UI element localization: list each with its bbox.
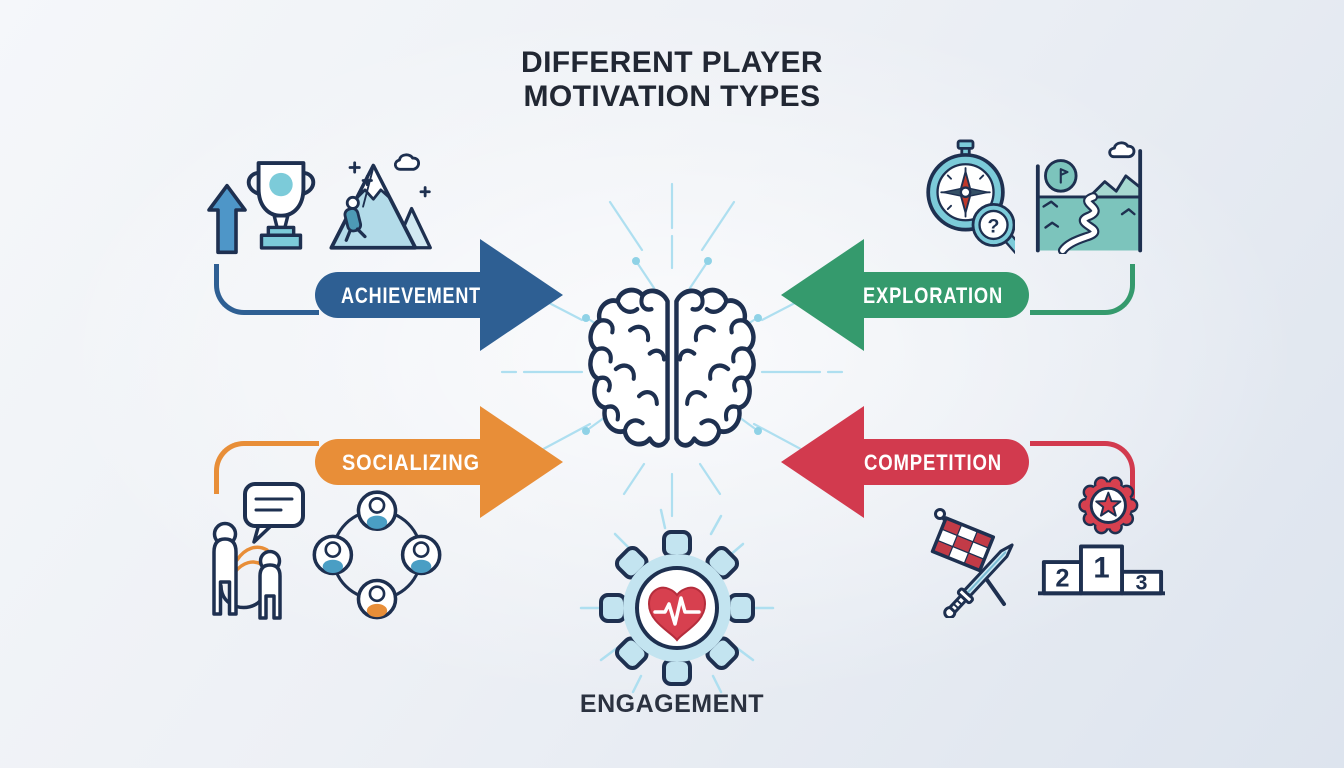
people-chat-icon (212, 482, 305, 620)
gear-heart-icon (599, 530, 755, 686)
socializing-arrow: SOCIALIZING (315, 406, 563, 518)
podium-third-place: 3 (1136, 570, 1148, 594)
exploration-icons: ? (912, 132, 1157, 257)
socializing-label: SOCIALIZING (342, 450, 480, 475)
compass-magnifier-icon: ? (926, 139, 1015, 254)
exploration-label: EXPLORATION (863, 283, 1003, 308)
trophy-icon (246, 161, 316, 250)
podium-second-place: 2 (1055, 564, 1069, 592)
competition-icons: 1 2 3 (920, 472, 1165, 620)
achievement-arrow: ACHIEVEMENT (315, 239, 563, 351)
page-title-line1: DIFFERENT PLAYER (521, 46, 823, 79)
competition-arrow: COMPETITION (781, 406, 1029, 518)
winding-path-icon (1035, 141, 1143, 254)
user-network-icon (312, 490, 442, 620)
up-arrow-icon (207, 183, 247, 255)
brain-icon (582, 282, 762, 460)
page-title-line2: MOTIVATION TYPES (523, 80, 821, 113)
magnifier-question-glyph: ? (988, 215, 1000, 237)
exploration-arrow: EXPLORATION (781, 239, 1029, 351)
checkered-flag-sword-icon (930, 508, 1014, 618)
competition-connector (1030, 441, 1135, 510)
achievement-icons (198, 145, 438, 260)
podium-first-place: 1 (1093, 552, 1109, 585)
achievement-connector (214, 264, 319, 315)
mountain-climber-icon (329, 153, 432, 250)
exploration-connector (1030, 264, 1135, 315)
socializing-icons (205, 478, 445, 630)
engagement-label: ENGAGEMENT (579, 690, 765, 718)
gear-rays (579, 508, 775, 694)
page-title: DIFFERENT PLAYER MOTIVATION TYPES (0, 46, 1344, 114)
winner-podium-icon: 1 2 3 (1038, 476, 1165, 596)
achievement-label: ACHIEVEMENT (341, 283, 481, 308)
competition-label: COMPETITION (864, 450, 1002, 475)
socializing-connector (214, 441, 319, 494)
